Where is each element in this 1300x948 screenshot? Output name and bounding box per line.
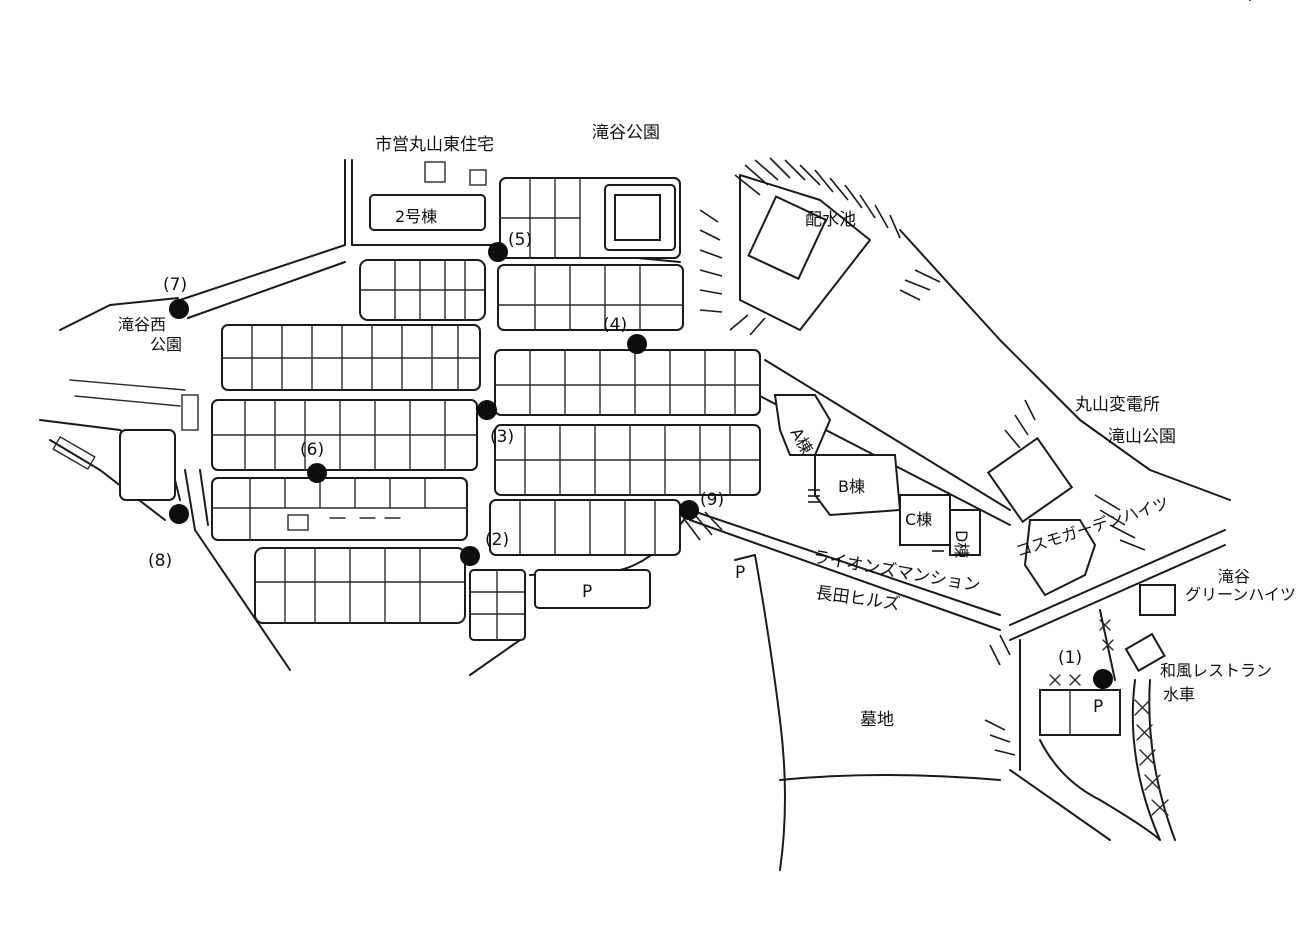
label-bochi: 墓地 <box>860 710 894 730</box>
marker-4[interactable] <box>627 334 647 354</box>
label-b-tou: B棟 <box>838 477 865 496</box>
survey-markers <box>169 242 1113 689</box>
label-takiyama-park: 滝山公園 <box>1108 427 1176 447</box>
marker-3[interactable] <box>477 400 497 420</box>
label-takitani-park: 滝谷公園 <box>592 123 660 143</box>
housing-blocks <box>52 161 761 641</box>
label-building-2: 2号棟 <box>395 207 437 226</box>
marker-8[interactable] <box>169 504 189 524</box>
marker-label-3: (3) <box>490 427 514 447</box>
label-haisuichi: 配水池 <box>805 210 856 230</box>
marker-labels: (1) (2) (3) (4) (5) (6) (7) (8) (9) <box>148 230 1082 668</box>
label-takitani-nishi: 滝谷西 <box>118 315 166 334</box>
area-boundaries <box>734 0 1251 871</box>
marker-label-4: (4) <box>603 315 627 335</box>
marker-label-6: (6) <box>300 440 324 460</box>
railway-crosshatch <box>1049 619 1169 816</box>
marker-label-1: (1) <box>1058 648 1082 668</box>
label-parking-1: P <box>582 582 592 602</box>
label-restaurant: 和風レストラン <box>1160 661 1272 680</box>
marker-label-2: (2) <box>485 530 509 550</box>
label-takitani-green: 滝谷 <box>1218 567 1250 586</box>
label-takitani-green-heights: グリーンハイツ <box>1185 585 1296 604</box>
marker-label-7: (7) <box>163 275 187 295</box>
label-restaurant-suisha: 水車 <box>1163 685 1195 704</box>
label-parking-2: P <box>735 563 745 583</box>
marker-7[interactable] <box>169 299 189 319</box>
label-d-tou: D棟 <box>952 530 971 558</box>
label-parking-3: P <box>1093 697 1103 717</box>
marker-1[interactable] <box>1093 669 1113 689</box>
marker-2[interactable] <box>460 546 480 566</box>
marker-label-9: (9) <box>700 490 724 510</box>
marker-6[interactable] <box>307 463 327 483</box>
label-nagata-hills: 長田ヒルズ <box>814 583 901 615</box>
east-buildings <box>739 174 1176 841</box>
label-shiei-housing: 市営丸山東住宅 <box>375 135 494 155</box>
marker-label-8: (8) <box>148 551 172 571</box>
label-c-tou: C棟 <box>905 510 932 529</box>
label-maruyama-substation: 丸山変電所 <box>1075 395 1160 415</box>
slope-hatching <box>684 157 1146 756</box>
marker-9[interactable] <box>679 500 699 520</box>
label-takitani-nishi-park: 公園 <box>150 335 182 354</box>
marker-5[interactable] <box>488 242 508 262</box>
marker-label-5: (5) <box>508 230 532 250</box>
